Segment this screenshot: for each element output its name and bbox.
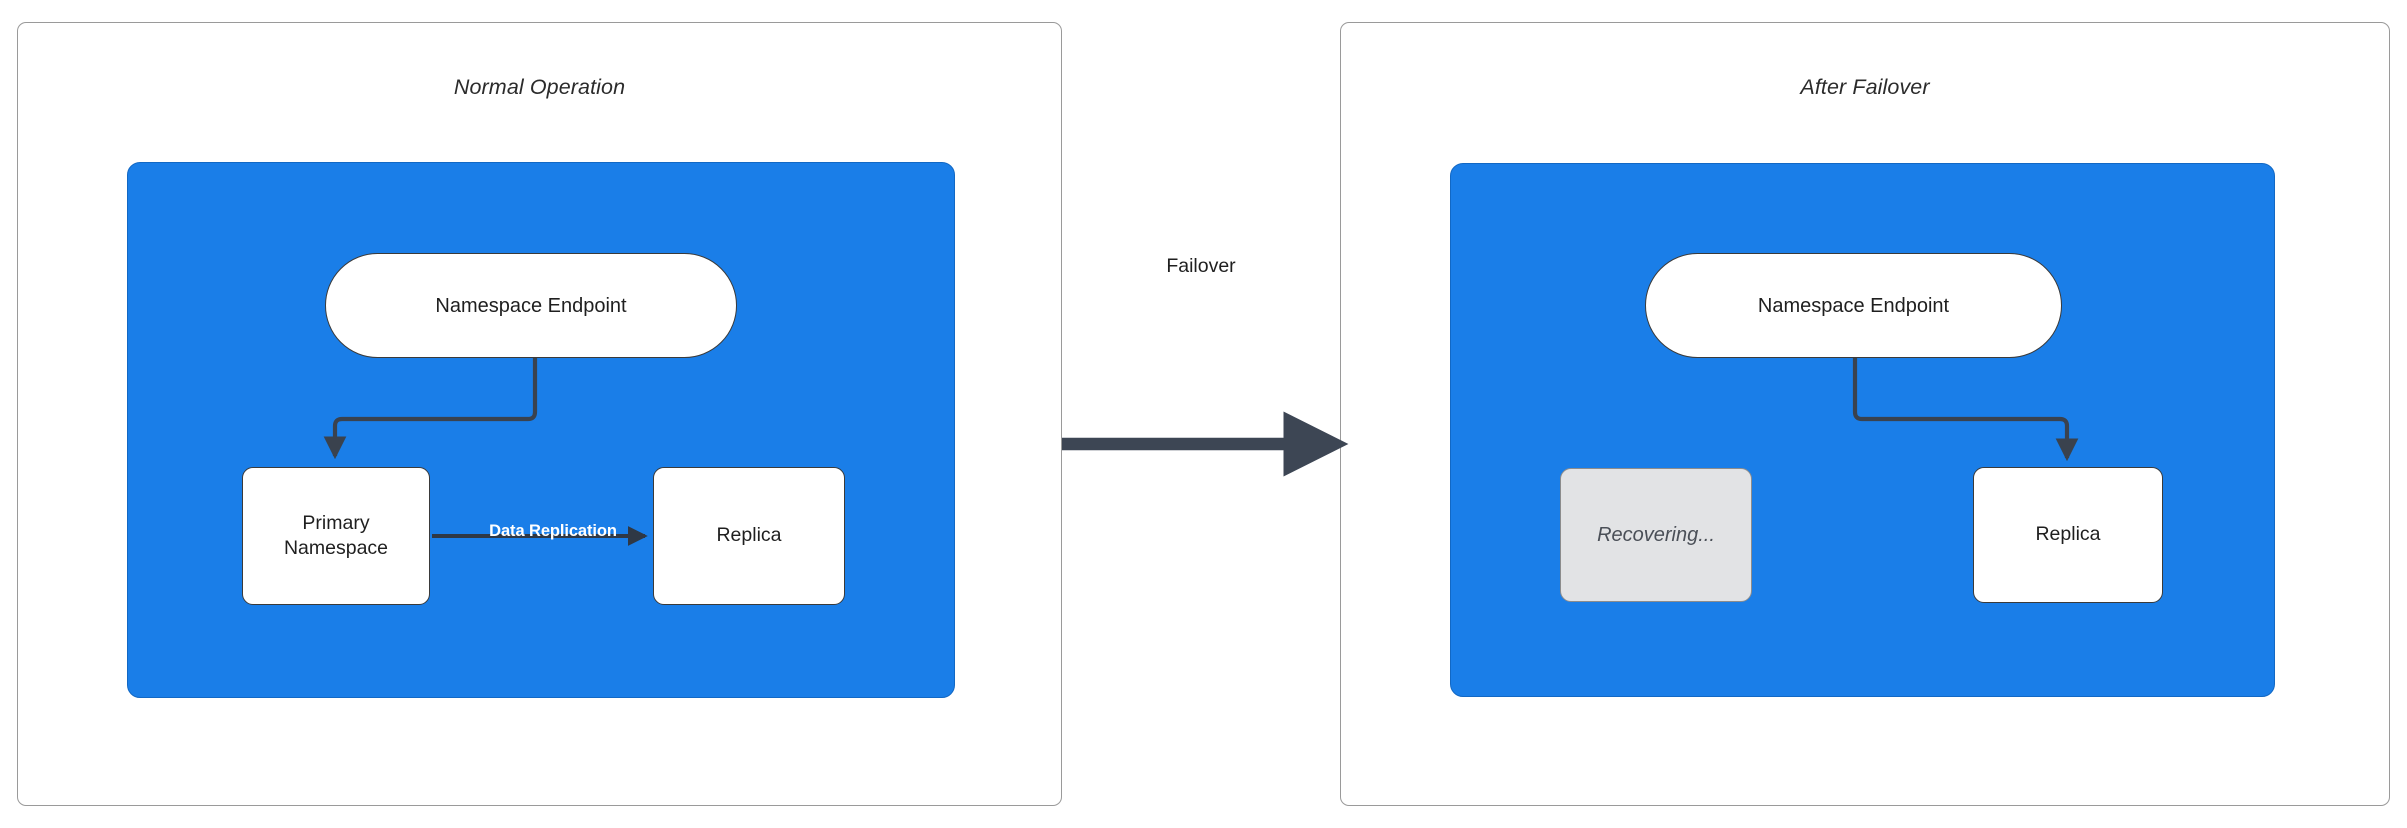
node-label-line2: Namespace: [283, 537, 389, 559]
node-label-line1: Primary: [302, 511, 370, 534]
node-namespace-endpoint-failover[interactable]: Namespace Endpoint: [1645, 253, 2062, 358]
node-namespace-endpoint-primary[interactable]: Namespace Endpoint: [325, 253, 737, 358]
node-label: Namespace Endpoint: [435, 294, 627, 317]
node-label: Primary Namespace: [284, 511, 388, 562]
node-label: Replica: [2035, 523, 2101, 546]
node-replica-promoted[interactable]: Replica: [1973, 467, 2163, 603]
node-label: Recovering...: [1597, 524, 1715, 546]
panel-title-normal-operation: Normal Operation: [453, 75, 626, 99]
blue-region-after-failover: [1450, 163, 2275, 697]
node-label: Namespace Endpoint: [1757, 294, 1950, 317]
node-primary-namespace[interactable]: Primary Namespace: [242, 467, 430, 605]
panel-title-after-failover: After Failover: [1800, 75, 1930, 99]
edge-label-data-replication: Data Replication: [489, 522, 617, 540]
node-replica-normal[interactable]: Replica: [653, 467, 845, 605]
node-recovering[interactable]: Recovering...: [1560, 468, 1752, 602]
edge-label-failover: Failover: [1166, 255, 1236, 277]
blue-region-normal-operation: [127, 162, 955, 698]
node-label: Replica: [716, 524, 782, 547]
